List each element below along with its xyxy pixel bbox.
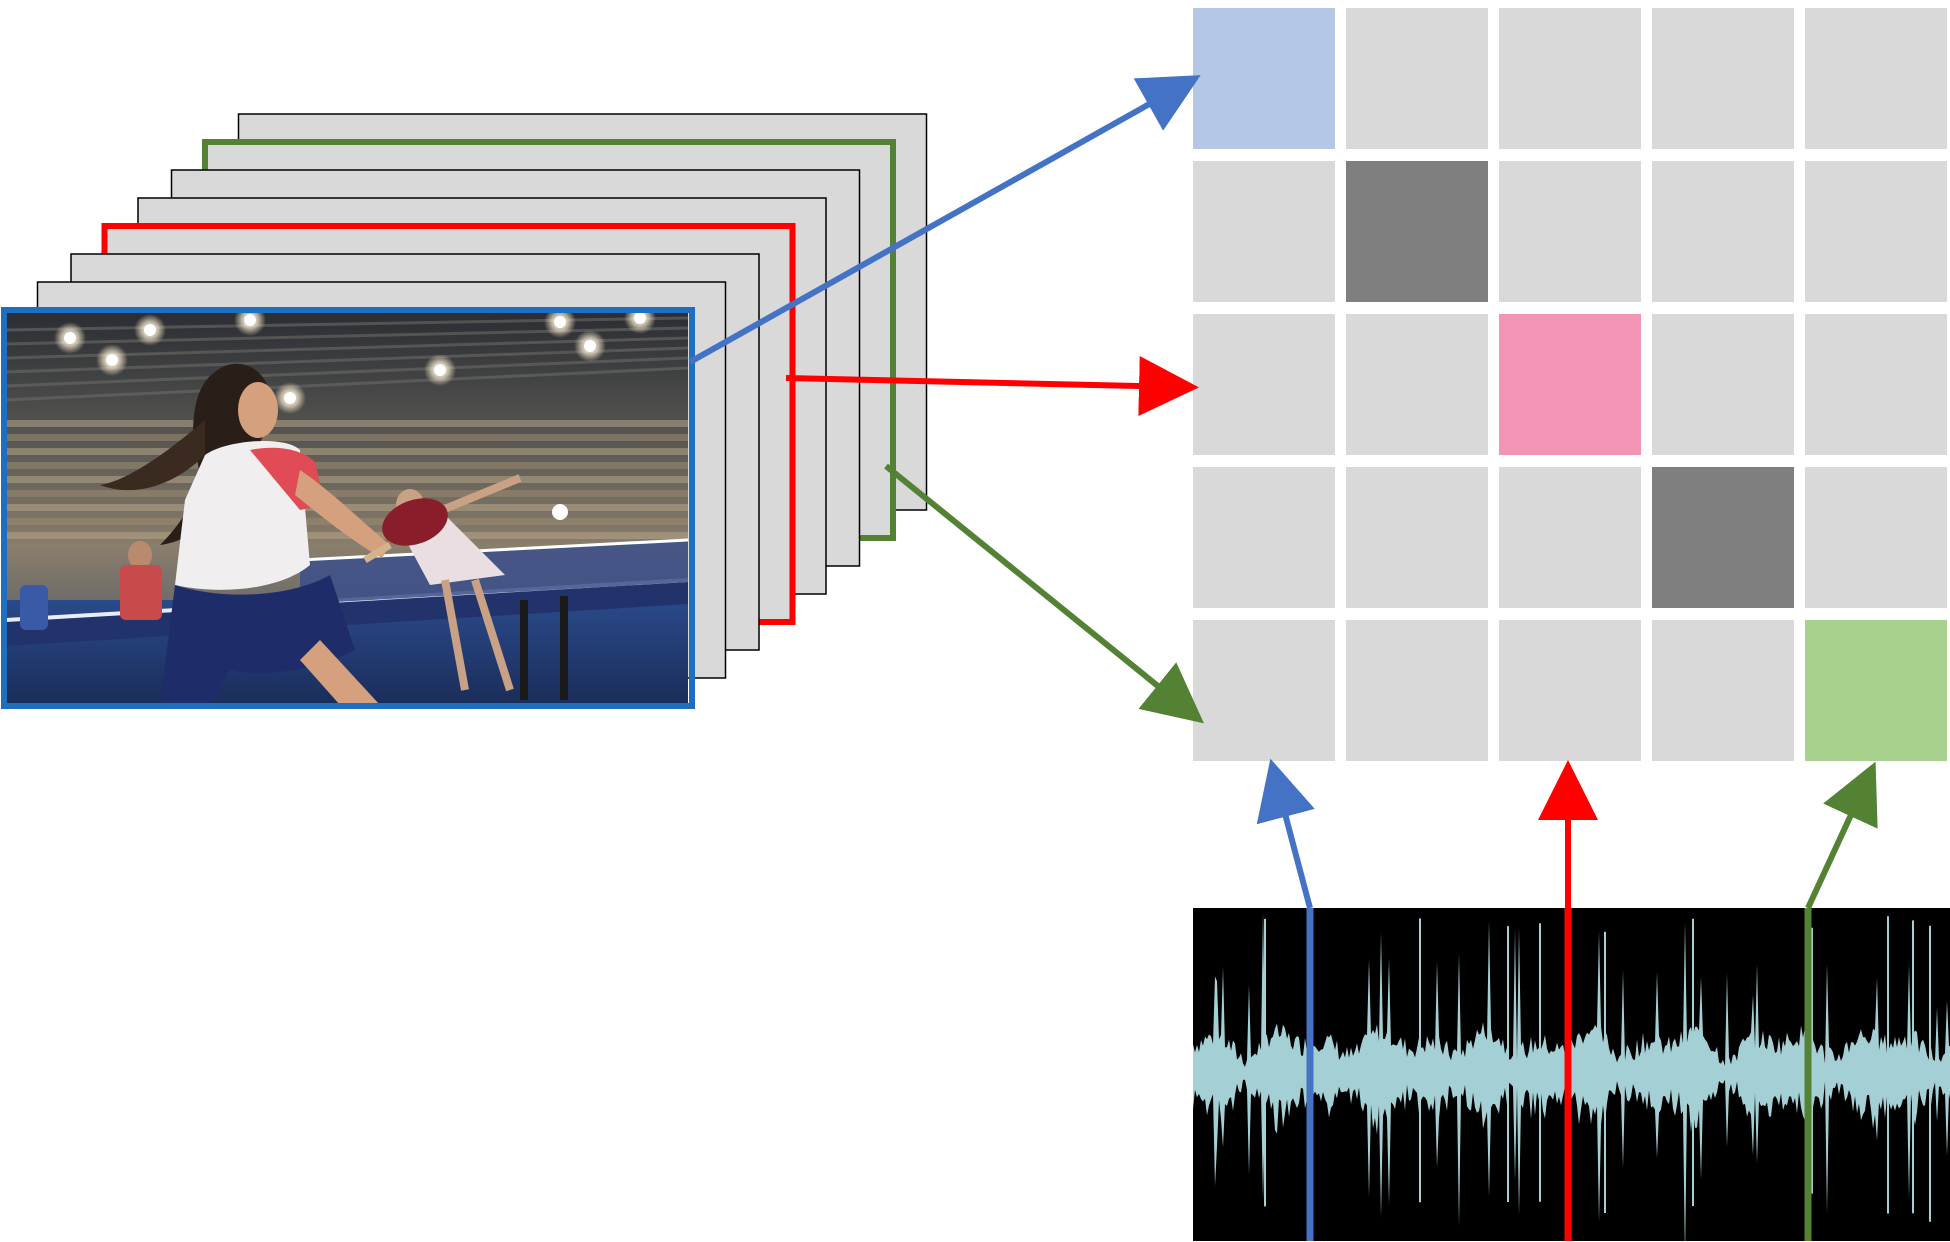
grid-cell-highlighted <box>1805 620 1947 761</box>
grid-cell <box>1346 620 1488 761</box>
grid-cell <box>1499 8 1641 149</box>
attention-grid <box>1193 8 1947 761</box>
arrow-green-audio-to-cell <box>1808 778 1868 908</box>
grid-cell <box>1652 161 1794 302</box>
grid-cell <box>1652 8 1794 149</box>
grid-cell <box>1499 467 1641 608</box>
grid-cell-highlighted <box>1346 161 1488 302</box>
grid-cell-highlighted <box>1652 467 1794 608</box>
grid-cell <box>1193 467 1335 608</box>
grid-cell <box>1346 467 1488 608</box>
grid-cell <box>1805 314 1947 455</box>
grid-cell <box>1346 314 1488 455</box>
grid-cell <box>1652 620 1794 761</box>
grid-cell-highlighted <box>1193 8 1335 149</box>
arrow-green-frame-to-cell <box>886 466 1190 712</box>
grid-cell <box>1193 314 1335 455</box>
grid-cell <box>1499 161 1641 302</box>
grid-cell <box>1805 8 1947 149</box>
grid-cell <box>1193 620 1335 761</box>
arrow-blue-audio-to-cell <box>1275 776 1310 908</box>
grid-cell <box>1193 161 1335 302</box>
grid-cell <box>1499 620 1641 761</box>
grid-cell-highlighted <box>1499 314 1641 455</box>
grid-cell <box>1805 467 1947 608</box>
grid-cell <box>1346 8 1488 149</box>
table-tennis-player-photo <box>4 302 692 706</box>
grid-cell <box>1652 314 1794 455</box>
grid-cell <box>1805 161 1947 302</box>
